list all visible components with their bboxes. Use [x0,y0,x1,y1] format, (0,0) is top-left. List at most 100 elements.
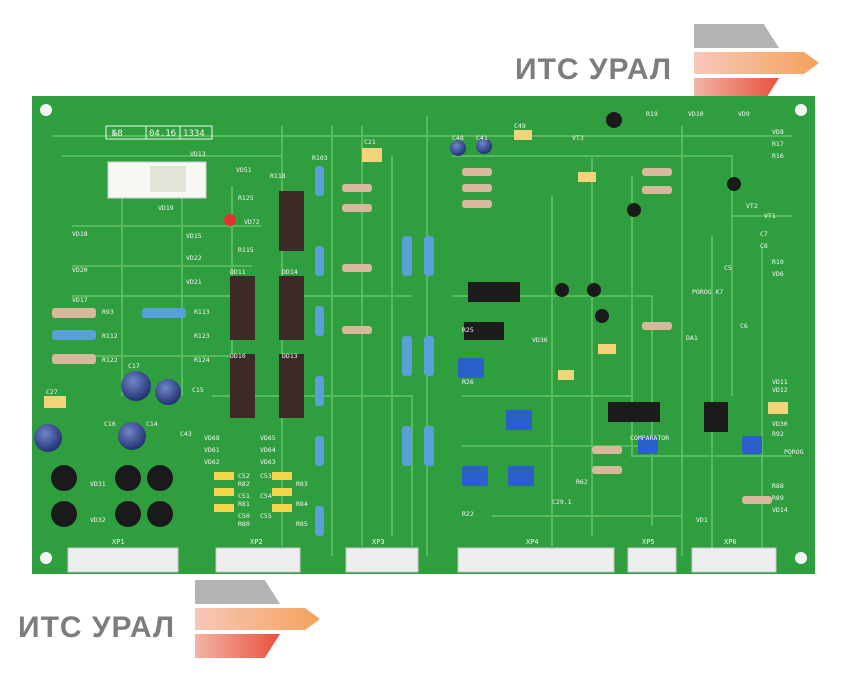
lbl-r83: R83 [296,480,308,488]
lbl-c7: C7 [760,230,768,238]
lbl-comparator: COMPARATOR [630,434,669,442]
lbl-xp1: XP1 [112,538,125,546]
lbl-vd30: VD30 [772,420,788,428]
lbl-c29-1: C29.1 [552,498,572,506]
lbl-c51: C51 [238,492,250,500]
lbl-r82: R82 [238,480,250,488]
lbl-r89: R89 [772,494,784,502]
lbl-vd20: VD20 [72,266,88,274]
lbl-vd6: VD6 [772,270,784,278]
red-led [224,214,236,226]
lbl-r84: R84 [296,500,308,508]
lbl-xp4: XP4 [526,538,539,546]
lbl-xp3: XP3 [372,538,385,546]
pcb-board-photo: №8 04.16 1334 [32,96,815,574]
lbl-c16: C16 [104,420,116,428]
lbl-r17: R17 [772,140,784,148]
label-1: 04.16 [149,129,176,139]
lbl-r26: R26 [462,378,474,386]
lbl-c8: C8 [760,242,768,250]
lbl-r122: R122 [102,356,118,364]
label-2: 1334 [183,129,205,139]
lbl-c43: C43 [180,430,192,438]
lbl-c49: C49 [514,122,526,130]
relay [107,161,207,199]
logo-arrow-mark [694,24,820,102]
lbl-vd19: VD19 [158,204,174,212]
lbl-vd13: VD13 [190,150,206,158]
lbl-c53: C53 [260,472,272,480]
lbl-r112: R112 [102,332,118,340]
lbl-c6: C6 [740,322,748,330]
lbl-vd12: VD12 [772,386,788,394]
lbl-c15: C15 [192,386,204,394]
lbl-vd17: VD17 [72,296,88,304]
lbl-vd62: VD62 [204,458,220,466]
lbl-r62: R62 [576,478,588,486]
film-capacitors [214,472,292,512]
lbl-r10: R10 [772,258,784,266]
lbl-c50: C50 [238,512,250,520]
lbl-vd61: VD61 [204,446,220,454]
transistors [555,112,741,323]
lbl-c52: C52 [238,472,250,480]
lbl-r103: R103 [312,154,328,162]
lbl-r22: R22 [462,510,474,518]
lbl-r25: R25 [462,326,474,334]
lbl-r118: R118 [270,172,286,180]
lbl-c21: C21 [364,138,376,146]
beige-resistors [52,168,772,504]
lbl-r115: R115 [238,246,254,254]
lbl-c48: C48 [452,134,464,142]
blue-resistors [52,166,434,536]
lbl-vd31: VD31 [90,480,106,488]
lbl-dd10: DD10 [230,352,246,360]
lbl-r16: R16 [772,152,784,160]
lbl-dd11: DD11 [230,268,246,276]
lbl-r124: R124 [194,356,210,364]
lbl-vd9: VD9 [738,110,750,118]
lbl-vd10: VD10 [688,110,704,118]
lbl-vd36: VD36 [532,336,548,344]
lbl-vd72: VD72 [244,218,260,226]
ic-chips [230,191,728,432]
lbl-vd14: VD14 [772,506,788,514]
lbl-r93: R93 [102,308,114,316]
lbl-xp6: XP6 [724,538,737,546]
logo-arrow-mark [195,580,321,658]
lbl-vd18: VD18 [72,230,88,238]
lbl-da1: DA1 [686,334,698,342]
company-logo-bottom: ИТС УРАЛ [18,580,321,658]
lbl-vt2: VT2 [746,202,758,210]
lbl-r123: R123 [194,332,210,340]
lbl-c14: C14 [146,420,158,428]
lbl-r80: R80 [238,520,250,528]
lbl-vd32: VD32 [90,516,106,524]
lbl-vt1: VT1 [764,212,776,220]
lbl-vd21: VD21 [186,278,202,286]
lbl-c17: C17 [128,362,140,370]
lbl-r19: R19 [646,110,658,118]
lbl-c5: C5 [724,264,732,272]
connectors [67,547,777,573]
lbl-vd68: VD68 [204,434,220,442]
lbl-c54: C54 [260,492,272,500]
lbl-r88: R88 [772,482,784,490]
label-0: №8 [111,129,123,139]
trimmer-potentiometers [458,358,762,486]
board-id-label: №8 04.16 1334 [105,125,213,140]
lbl-vd11: VD11 [772,378,788,386]
lbl-vd1: VD1 [696,516,708,524]
lbl-dd13: DD13 [282,352,298,360]
lbl-c55: C55 [260,512,272,520]
logo-text: ИТС УРАЛ [18,611,176,644]
lbl-porog-k7: POROG K7 [692,288,723,296]
lbl-vd64: VD64 [260,446,276,454]
lbl-r81: R81 [238,500,250,508]
lbl-r113: R113 [194,308,210,316]
logo-text: ИТС УРАЛ [515,53,673,86]
lbl-dd14: DD14 [282,268,298,276]
lbl-vd8: VD8 [772,128,784,136]
capacitors [34,130,788,452]
lbl-vd22: VD22 [186,254,202,262]
